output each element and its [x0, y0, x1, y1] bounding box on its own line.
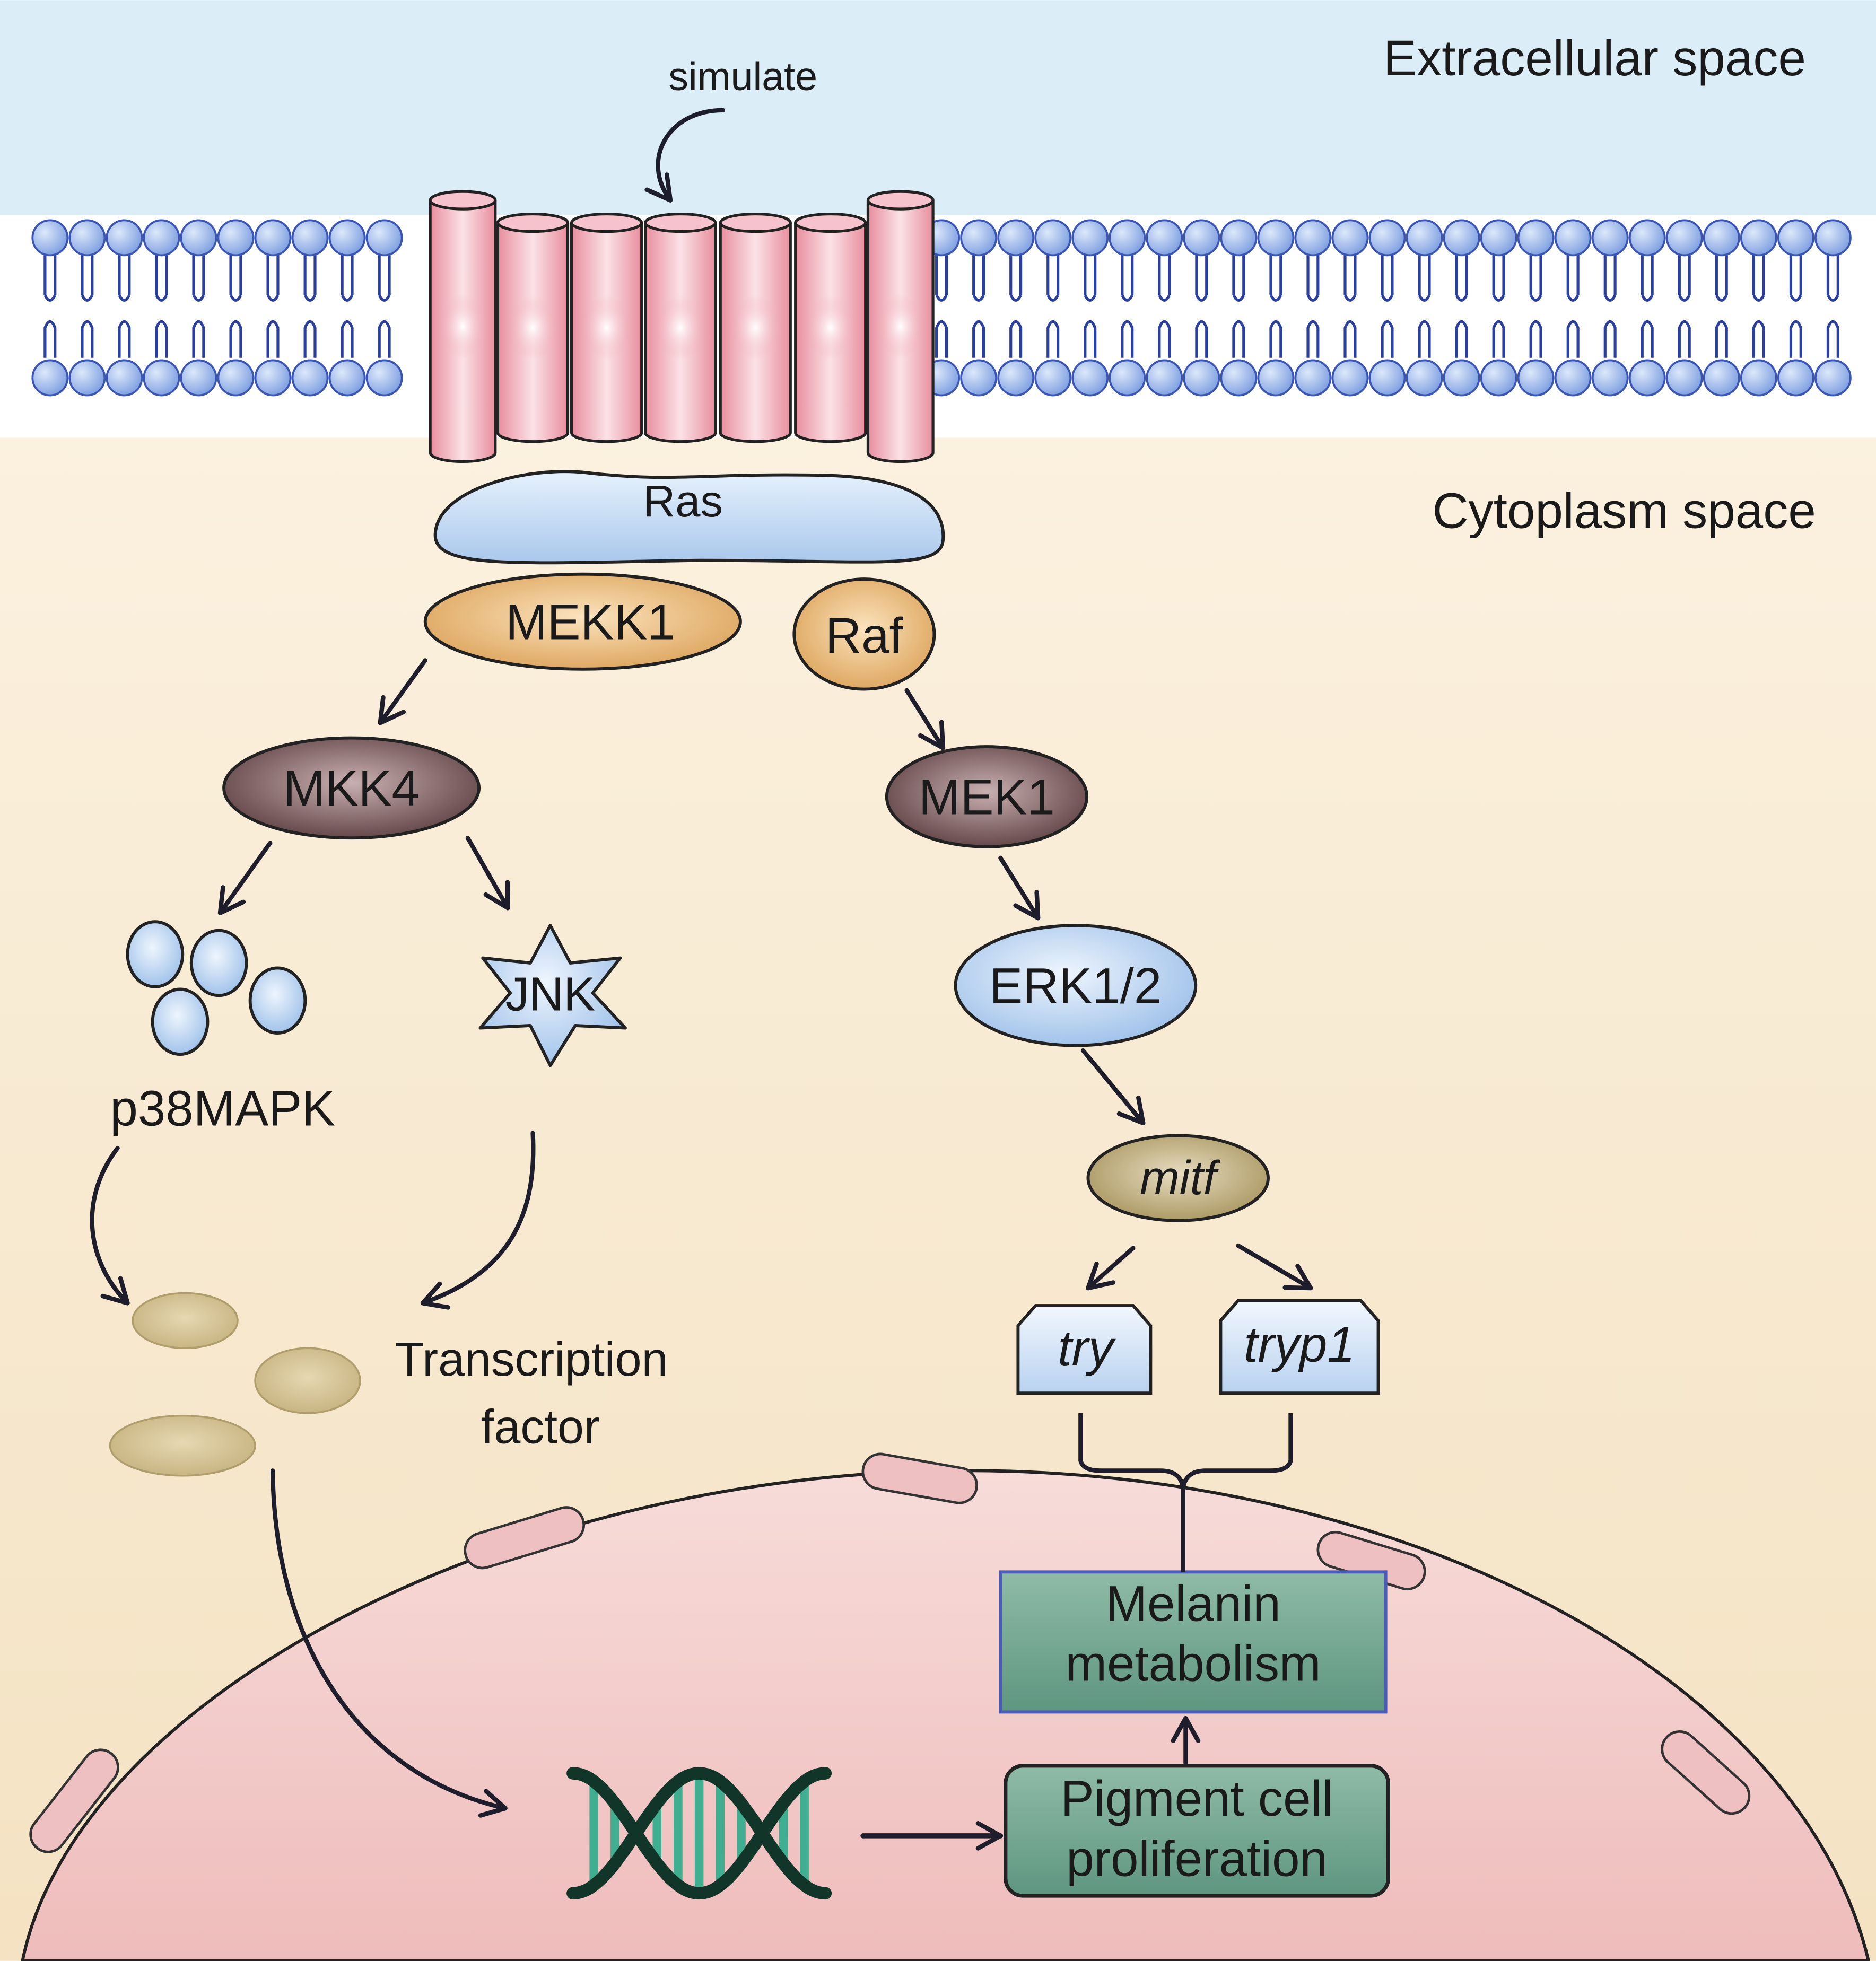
nucleus [21, 1452, 1870, 1961]
lipid-molecule [1591, 219, 1629, 397]
lipid-molecule [365, 219, 403, 397]
dna-strand [566, 1767, 832, 1900]
mkk4-protein: MKK4 [222, 736, 481, 840]
mkk4-label: MKK4 [283, 760, 420, 816]
receptor-helix [794, 212, 867, 443]
lipid-molecule [960, 219, 998, 397]
lipid-molecule [328, 219, 366, 397]
lipid-molecule [1368, 219, 1406, 397]
lipid-molecule [180, 219, 217, 397]
lipid-molecule [1331, 219, 1369, 397]
mitf-label: mitf [1140, 1151, 1220, 1204]
lipid-molecule [1406, 219, 1443, 397]
lipid-bilayer [31, 219, 1852, 397]
lipid-molecule [1034, 219, 1072, 397]
try-label: try [1058, 1320, 1116, 1376]
mek1-label: MEK1 [919, 769, 1055, 825]
signaling-arrows [90, 658, 1313, 1851]
lipid-molecule [1628, 219, 1666, 397]
receptor-helix [866, 190, 935, 463]
stimulus-label: simulate [668, 54, 817, 99]
try-gene: try [1016, 1304, 1153, 1395]
mek1-protein: MEK1 [885, 745, 1089, 848]
cytoplasm-label: Cytoplasm space [1432, 483, 1816, 538]
transcription-factor-label-line1: Transcription [395, 1333, 668, 1386]
pigment-label-line2: proliferation [1066, 1831, 1328, 1886]
pigment-proliferation-box: Pigment cell proliferation [1004, 1764, 1390, 1898]
raf-protein: Raf [792, 577, 936, 691]
raf-label: Raf [825, 608, 904, 663]
lipid-molecule [106, 219, 143, 397]
stimulus-arrow [644, 108, 726, 203]
lipid-molecule [1517, 219, 1555, 397]
ras-protein: Ras [433, 470, 945, 565]
dna-strand [566, 1767, 832, 1900]
membrane-receptor [429, 190, 935, 463]
lipid-molecule [1443, 219, 1480, 397]
lipid-molecule [1071, 219, 1109, 397]
lipid-molecule [217, 219, 255, 397]
lipid-molecule [1183, 219, 1220, 397]
receptor-helix [570, 212, 643, 443]
lipid-molecule [1777, 219, 1814, 397]
lipid-molecule [291, 219, 329, 397]
tryp1-gene: tryp1 [1219, 1299, 1380, 1395]
melanin-label-line2: metabolism [1065, 1635, 1321, 1691]
lipid-molecule [31, 219, 69, 397]
transcription-factor-label-line2: factor [481, 1400, 600, 1453]
extracellular-region [0, 0, 1876, 215]
ras-label: Ras [643, 476, 723, 526]
lipid-molecule [1814, 219, 1852, 397]
lipid-molecule [1109, 219, 1146, 397]
lipid-molecule [1703, 219, 1740, 397]
jnk-protein: JNK [478, 924, 627, 1067]
receptor-helix [644, 212, 717, 443]
lipid-molecule [1220, 219, 1258, 397]
receptor-helix [496, 212, 570, 443]
lipid-molecule [1740, 219, 1777, 397]
pigment-label-line1: Pigment cell [1061, 1771, 1333, 1826]
extracellular-label: Extracellular space [1383, 30, 1806, 86]
tryp1-label: tryp1 [1244, 1317, 1355, 1372]
p38mapk-label: p38MAPK [110, 1081, 335, 1136]
receptor-helix [719, 212, 792, 443]
lipid-molecule [1480, 219, 1517, 397]
lipid-molecule [143, 219, 180, 397]
jnk-label: JNK [505, 968, 595, 1021]
dna-icon [566, 1767, 832, 1900]
melanin-metabolism-box: Melanin metabolism [999, 1570, 1388, 1714]
nuclear-pores [29, 1452, 1751, 1853]
mekk1-label: MEKK1 [505, 594, 675, 650]
transcription-factor-cluster: Transcription factor [109, 1292, 668, 1477]
mekk1-protein: MEKK1 [423, 572, 742, 671]
receptor-helix [429, 190, 497, 463]
lipid-molecule [997, 219, 1035, 397]
erk-protein: ERK1/2 [954, 924, 1198, 1047]
lipid-molecule [1554, 219, 1592, 397]
erk-label: ERK1/2 [989, 958, 1162, 1013]
melanin-label-line1: Melanin [1105, 1575, 1280, 1631]
lipid-molecule [1146, 219, 1183, 397]
mitf-gene: mitf [1086, 1134, 1270, 1222]
p38mapk-protein: p38MAPK [110, 920, 335, 1136]
gene-bracket [1078, 1413, 1293, 1572]
lipid-molecule [1665, 219, 1703, 397]
lipid-molecule [1257, 219, 1295, 397]
lipid-molecule [1294, 219, 1332, 397]
lipid-molecule [68, 219, 106, 397]
lipid-molecule [254, 219, 292, 397]
